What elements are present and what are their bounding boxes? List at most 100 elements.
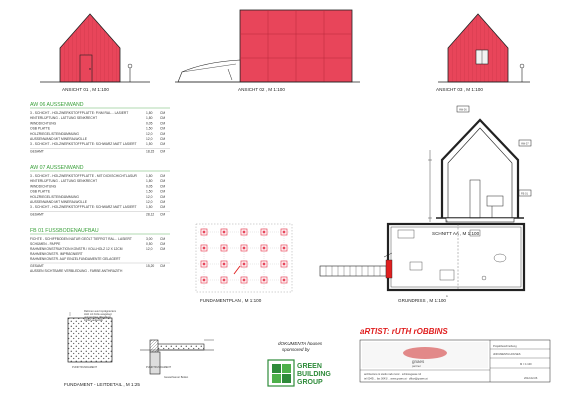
detail-ground: Gewachsener Boden [164,375,189,379]
spec-row-text: WINDDICHTUNG [30,184,57,188]
section-aa: AW 06 AW 07 FB 01 SCHNITT AA , M 1:100 [428,105,532,236]
spec-row-value: 1,80 [146,111,153,115]
spec-row-value: 0,50 [146,242,153,246]
detail-note-3: und mit Kies (Rundkorn [84,315,112,319]
spec-total-value: 15,20 [146,264,154,268]
sponsor-block: dOKUMENTA houses sponsored by GREEN BUIL… [267,341,331,387]
spec-row-unit: CM [160,174,165,178]
spec-row-unit: CM [160,205,165,209]
spec-aw06: AW 06 AUSSENWAND 3 - SCHICHT - HOLZWERKS… [30,102,170,153]
tag-aw07-section: AW 07 [521,142,529,146]
spec-row-unit: CM [160,121,165,125]
titleblock-scale: M = 1:100 [520,362,532,366]
section-marker-top: A [446,219,448,223]
spec-row-unit: CM [160,247,165,251]
sponsor-line-2: sponsored by [282,347,310,352]
spec-row-value: 1,50 [146,142,153,146]
spec-row-value: 1,50 [146,127,153,131]
detail-punkt-left: PUNKTFUNDAMENT [72,365,97,369]
spec-row-value: 1,80 [146,179,153,183]
spec-row-text: OSB PLATTE [30,127,51,131]
spec-row-text: SCHÜMEN - PAPPE [30,242,61,246]
spec-row-value: 1,80 [146,174,153,178]
spec-row-value: 12,0 [146,132,153,136]
sponsor-line-1: dOKUMENTA houses [278,341,323,346]
titleblock-contact: tel 0043/... fax 0043/... www.gnaes.at ·… [364,377,428,381]
spec-total-value: 28,12 [146,212,154,216]
spec-row-text: 3 - SCHICHT - HOLZWERKSTOFFPLATTE: SCHWA… [30,142,137,146]
green-building-group-logo: GREEN BUILDING GROUP [267,359,331,387]
spec-row-unit: CM [160,195,165,199]
aw06-title: AW 06 AUSSENWAND [30,102,84,108]
detail-punkt-right: PUNKTFUNDAMENT [146,365,171,369]
spec-row-value: 12,0 [146,247,153,251]
label-fundamentplan: FUNDAMENTPLAN , M 1:100 [200,298,262,303]
label-ansicht-02: ANSICHT 02 , M 1:100 [238,87,285,92]
logo-text-2: BUILDING [297,371,331,378]
detail-note-1: Rahmen aus Imprägniertem [84,309,116,313]
spec-total-unit: CM [160,212,165,216]
titleblock-brand: gnaes [412,359,425,364]
spec-row-text: 3 - SCHICHT - HOLZWERKSTOFFPLATTE: SCHWA… [30,205,137,209]
spec-row-text: WINDDICHTUNG [30,121,57,125]
section-marker-bottom: A [446,294,448,298]
spec-row-text: HOLZRIEGEL/STEINDÄMMUNG [30,132,79,136]
tag-fb01-section: FB 01 [521,192,528,196]
spec-row-text: HOLZRIEGEL/STEINDÄMMUNG [30,195,79,199]
spec-row-text: FICHTE - SCHIFFBODEN NATUR GEÖLT TIEFROT… [30,237,132,241]
detail-note-2: Holz mit Folie ausgelegt [84,312,112,316]
spec-row-text: HINTERLÜFTUNG - LATTUNG SENKRECHT [30,179,97,183]
titleblock-right-title: Projektbeschreibung [493,344,517,348]
logo-text-3: GROUP [297,379,323,386]
spec-total-unit: CM [160,149,165,153]
spec-row-text: RAHMENKONSTRUKTION KONSTR./ VOLLHOLZ 12 … [30,247,123,251]
spec-total-value: 18,15 [146,149,154,153]
label-ansicht-03: ANSICHT 03 , M 1:100 [436,87,483,92]
label-grundriss: GRUNDRISS , M 1:100 [398,298,446,303]
fb01-note: AUSSEN SICHTBARE VERBLEDUNG - FARBE ANTH… [30,269,123,273]
spec-row-unit: CM [160,190,165,194]
spec-row-value: 1,80 [146,116,153,120]
spec-total-label: GESAMT [30,212,44,216]
spec-row-unit: CM [160,200,165,204]
spec-row-unit: CM [160,184,165,188]
spec-row-unit: CM [160,237,165,241]
spec-row-unit: CM [160,127,165,131]
fb01-title: FB 01 FUSSBODENAUFBAU [30,228,99,234]
titleblock-brand-sub: partner [412,364,421,368]
spec-row-unit: CM [160,242,165,246]
spec-total-unit: CM [160,264,165,268]
spec-row-text: AUSSENWAND MIT MINERALWOLLE [30,200,88,204]
titleblock-address: architecture & studio radu lunic · schlo… [364,372,422,376]
spec-row-value: 12,0 [146,200,153,204]
label-ansicht-01: ANSICHT 01 , M 1:100 [62,87,109,92]
spec-row-value: 0,05 [146,184,153,188]
spec-row-text: AUSSENWAND MIT MINERALWOLLE [30,137,88,141]
label-schnitt: SCHNITT AA , M 1:100 [432,231,480,236]
spec-row-value: 12,0 [146,137,153,141]
spec-row-text: RAHMENKONSTR. IMPRÄGNIERT [30,252,83,256]
spec-total-label: GESAMT [30,264,44,268]
foundation-detail: Rahmen aus Imprägniertem Holz mit Folie … [64,309,214,387]
tag-aw06-section: AW 06 [459,108,467,112]
spec-row-value: 1,50 [146,190,153,194]
spec-fb01: FB 01 FUSSBODENAUFBAU FICHTE - SCHIFFBOD… [30,228,170,273]
titleblock-right-sub: dOKUMENTA HOUSES [493,352,521,356]
aw07-title: AW 07 AUSSENWAND [30,165,84,171]
elevation-02: ANSICHT 02 , M 1:100 [175,9,360,92]
spec-row-unit: CM [160,137,165,141]
spec-total-label: GESAMT [30,149,44,153]
foundation-plan: FUNDAMENTPLAN , M 1:100 [195,223,293,303]
logo-text-1: GREEN [297,363,322,370]
spec-row-value: 3,00 [146,237,153,241]
spec-aw07: AW 07 AUSSENWAND 3 - SCHICHT - HOLZWERKS… [30,165,170,216]
detail-note-4: 16/32) aufgefüllt [84,318,103,322]
elevation-03: ANSICHT 03 , M 1:100 [436,13,530,92]
spec-row-unit: CM [160,179,165,183]
spec-row-unit: CM [160,142,165,146]
title-block: gnaes partner architecture & studio radu… [359,339,551,383]
label-leitdetail: FUNDAMENT - LEITDETAIL , M 1:25 [64,382,140,387]
spec-row-text: 3 - SCHICHT - HOLZWERKSTOFFPLATTE - MIT … [30,174,138,178]
spec-row-unit: CM [160,116,165,120]
